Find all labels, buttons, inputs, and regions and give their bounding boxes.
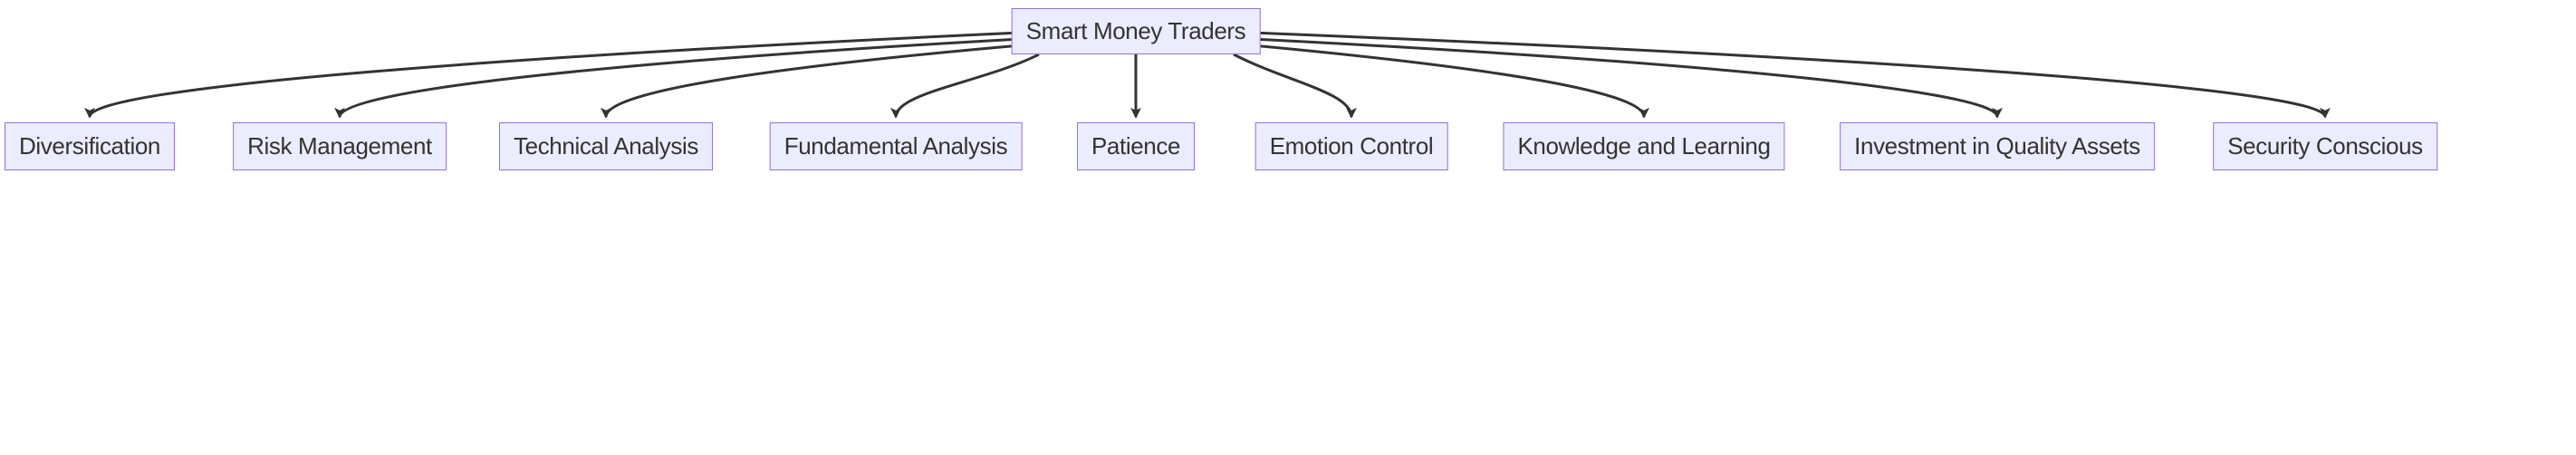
- edge-root-to-investment-in-quality-assets: [1251, 37, 2003, 119]
- node-diversification: Diversification: [5, 122, 175, 170]
- edge-root-to-knowledge-and-learning: [1251, 44, 1649, 119]
- node-label: Investment in Quality Assets: [1854, 132, 2140, 160]
- node-label: Knowledge and Learning: [1517, 132, 1771, 160]
- node-security-conscious: Security Conscious: [2213, 122, 2437, 170]
- edge-root-to-security-conscious: [1251, 31, 2331, 119]
- node-technical-analysis: Technical Analysis: [499, 122, 713, 170]
- node-patience: Patience: [1076, 122, 1196, 170]
- node-knowledge-and-learning: Knowledge and Learning: [1503, 122, 1785, 170]
- node-emotion-control: Emotion Control: [1254, 122, 1448, 170]
- node-label: Smart Money Traders: [1025, 17, 1246, 44]
- node-label: Patience: [1091, 132, 1181, 160]
- edge-root-to-emotion-control: [1233, 53, 1357, 119]
- node-label: Risk Management: [247, 132, 432, 160]
- edge-root-to-diversification: [84, 31, 1022, 119]
- node-investment-in-quality-assets: Investment in Quality Assets: [1840, 122, 2155, 170]
- node-fundamental-analysis: Fundamental Analysis: [769, 122, 1023, 170]
- node-label: Emotion Control: [1269, 132, 1434, 160]
- node-label: Diversification: [19, 132, 160, 160]
- edge-root-to-risk-management: [334, 37, 1022, 119]
- edge-root-to-fundamental-analysis: [890, 53, 1040, 119]
- node-risk-management: Risk Management: [233, 122, 447, 170]
- node-smart-money-traders: Smart Money Traders: [1011, 8, 1261, 54]
- edge-root-to-technical-analysis: [601, 44, 1022, 119]
- node-label: Technical Analysis: [514, 132, 698, 160]
- node-label: Security Conscious: [2227, 132, 2423, 160]
- node-label: Fundamental Analysis: [783, 132, 1008, 160]
